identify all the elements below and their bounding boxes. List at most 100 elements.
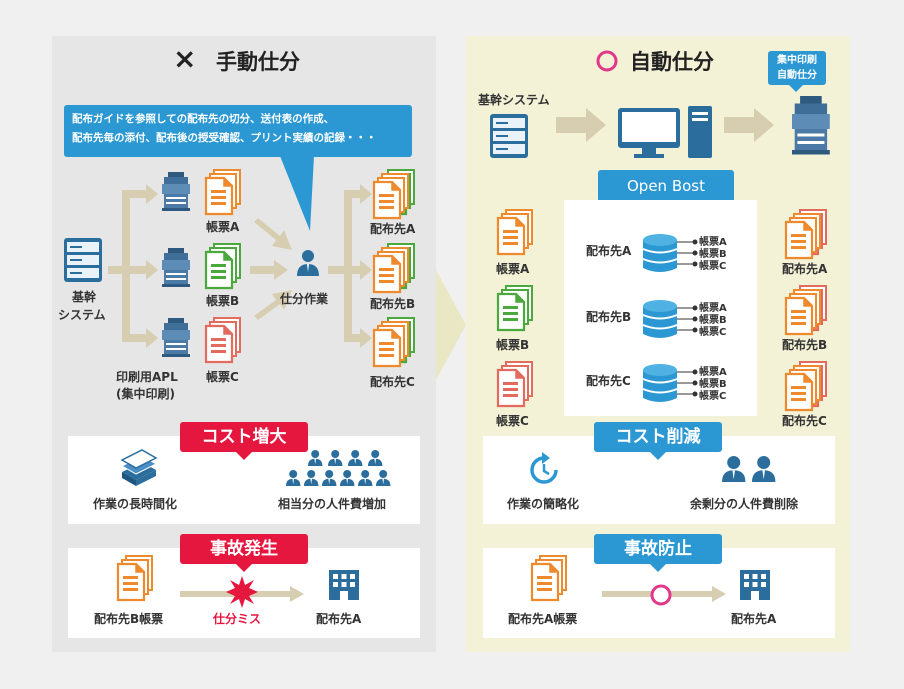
accident-tag: 事故発生 — [180, 534, 308, 564]
manual-dest-b-label: 配布先B — [370, 297, 416, 311]
cost-increase-tag: コスト増大 — [180, 422, 308, 452]
manual-dest-a-label: 配布先A — [370, 222, 416, 236]
database-icon — [642, 233, 678, 273]
badge-line-1: 集中印刷 — [777, 55, 817, 66]
prevention-tag: 事故防止 — [594, 534, 722, 564]
computer-icon — [618, 106, 712, 158]
doc-c-label: 帳票C — [206, 370, 239, 384]
manual-title: 手動仕分 — [216, 50, 300, 74]
accident-doc-label: 配布先B帳票 — [94, 612, 164, 626]
manual-source-line2: システム — [58, 308, 106, 322]
prevention-doc-icon — [530, 554, 568, 602]
manual-dest-c-label: 配布先C — [370, 375, 415, 389]
bubble-tail-icon — [280, 156, 314, 231]
manual-source-line1: 基幹 — [72, 290, 97, 304]
document-a-icon — [496, 208, 534, 256]
document-a-icon — [204, 168, 242, 216]
two-people-icon — [722, 456, 776, 482]
worker-icon — [297, 250, 319, 276]
circle-mark-icon — [596, 50, 618, 72]
auto-dest-c-label: 配布先C — [782, 414, 827, 428]
manual-mark-icon: × — [173, 42, 197, 75]
dest-a-doc-icon — [372, 168, 416, 220]
auto-dest-a-label: 配布先A — [782, 262, 828, 276]
sorting-mistake-label: 仕分ミス — [213, 612, 262, 626]
cost-item-labor-cut: 余剰分の人件費削除 — [690, 497, 799, 511]
branch-lines — [677, 369, 698, 397]
group-a-dest: 配布先A — [586, 244, 632, 258]
database-icon — [642, 299, 678, 339]
server-icon — [490, 114, 528, 158]
auto-doc-c-label: 帳票C — [496, 414, 529, 428]
group-a-item: 帳票C — [699, 261, 727, 272]
burst-icon — [226, 576, 258, 608]
manual-tasks-bubble: 配布ガイドを参照しての配布先の切分、送付表の作成、 配布先毎の添付、配布後の授受… — [64, 105, 412, 157]
people-group-icon — [286, 450, 391, 486]
tag-pointer-icon — [236, 452, 252, 460]
document-c-icon — [204, 316, 242, 364]
tag-pointer-icon — [650, 564, 666, 572]
open-bost-label: Open Bost — [598, 170, 734, 202]
document-b-icon — [496, 284, 534, 332]
auto-doc-a-label: 帳票A — [496, 262, 530, 276]
auto-dest-b-icon — [784, 284, 828, 336]
building-icon — [329, 570, 359, 600]
group-a-item: 帳票A — [699, 237, 727, 248]
doc-b-label: 帳票B — [206, 294, 240, 308]
group-a-item: 帳票B — [699, 249, 727, 260]
printer-apl-line1: 印刷用APL — [116, 370, 178, 384]
bubble-line-1: 配布ガイドを参照しての配布先の切分、送付表の作成、 — [72, 113, 335, 125]
accident-doc-icon — [116, 554, 154, 602]
dest-c-doc-icon — [372, 316, 416, 368]
auto-source-label: 基幹システム — [478, 93, 550, 107]
branch-lines — [677, 305, 698, 333]
cost-reduction-tag: コスト削減 — [594, 422, 722, 452]
dest-b-doc-icon — [372, 242, 416, 294]
stacked-papers-icon — [120, 449, 158, 486]
printer-apl-line2: (集中印刷) — [116, 387, 175, 401]
bubble-line-2: 配布先毎の添付、配布後の授受確認、プリント実績の記録・・・ — [72, 132, 377, 144]
circle-mark-icon — [650, 584, 672, 606]
auto-doc-b-label: 帳票B — [496, 338, 530, 352]
printer-icon — [162, 318, 190, 357]
flow-arrow-icon — [556, 108, 606, 142]
printer-icon — [792, 96, 830, 155]
cost-item-longer-work: 作業の長時間化 — [93, 497, 178, 511]
cost-item-labor-increase: 相当分の人件費増加 — [278, 497, 387, 511]
tag-pointer-icon — [650, 452, 666, 460]
cost-item-simplified: 作業の簡略化 — [507, 497, 580, 511]
tag-pointer-icon — [236, 564, 252, 572]
central-print-badge: 集中印刷 自動仕分 — [768, 51, 826, 85]
flow-arrow-icon — [724, 108, 774, 142]
group-c-item: 帳票A — [699, 367, 727, 378]
prevention-doc-label: 配布先A帳票 — [508, 612, 578, 626]
doc-a-label: 帳票A — [206, 220, 240, 234]
badge-line-2: 自動仕分 — [777, 70, 817, 81]
document-b-icon — [204, 242, 242, 290]
printer-icon — [162, 248, 190, 287]
transition-arrow-icon — [436, 270, 466, 380]
document-c-icon — [496, 360, 534, 408]
prevention-dest-label: 配布先A — [731, 612, 777, 626]
server-icon — [64, 238, 102, 282]
badge-pointer-icon — [789, 85, 803, 92]
building-icon — [740, 570, 770, 600]
group-b-item: 帳票C — [699, 327, 727, 338]
printer-icon — [162, 172, 190, 211]
clock-arrow-icon — [530, 452, 558, 484]
accident-dest-label: 配布先A — [316, 612, 362, 626]
auto-dest-c-icon — [784, 360, 828, 412]
branch-lines — [677, 239, 698, 267]
group-b-item: 帳票B — [699, 315, 727, 326]
worker-label: 仕分作業 — [280, 292, 329, 306]
group-c-dest: 配布先C — [586, 374, 631, 388]
database-icon — [642, 363, 678, 403]
auto-dest-b-label: 配布先B — [782, 338, 828, 352]
auto-title: 自動仕分 — [630, 50, 714, 74]
group-c-item: 帳票C — [699, 391, 727, 402]
group-b-item: 帳票A — [699, 303, 727, 314]
auto-dest-a-icon — [784, 208, 828, 260]
group-b-dest: 配布先B — [586, 310, 632, 324]
group-c-item: 帳票B — [699, 379, 727, 390]
